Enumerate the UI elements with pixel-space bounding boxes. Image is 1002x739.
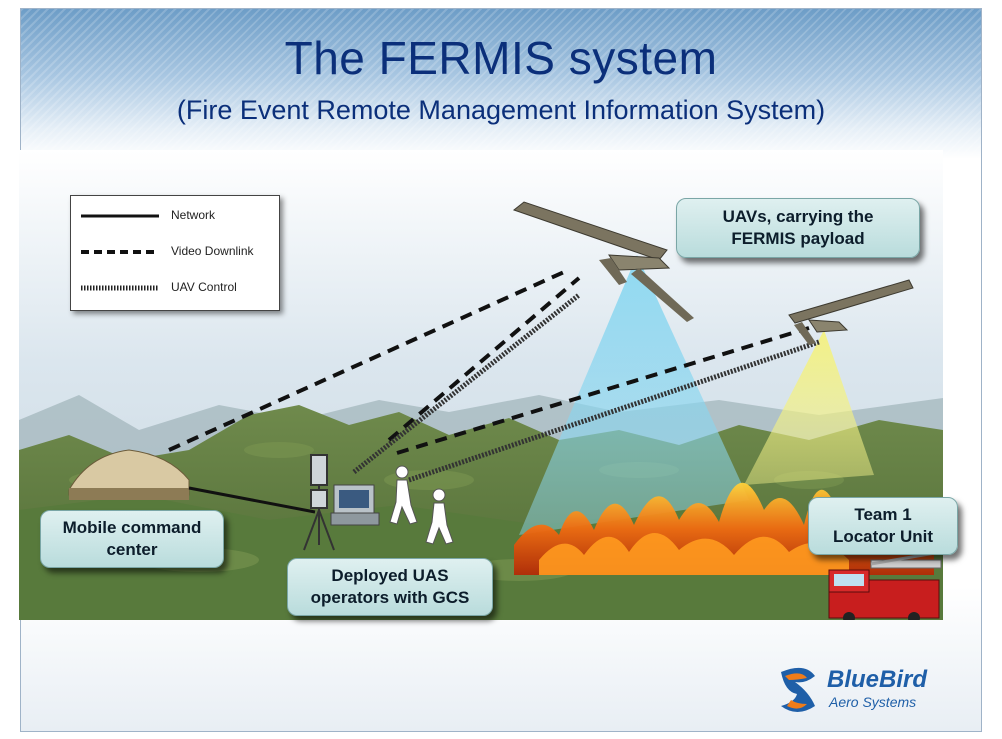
callout-team-locator: Team 1 Locator Unit xyxy=(808,497,958,555)
slide-subtitle: (Fire Event Remote Management Informatio… xyxy=(176,95,826,125)
callout-operators: Deployed UAS operators with GCS xyxy=(287,558,493,616)
gcs-antenna xyxy=(303,454,335,551)
legend-label: UAV Control xyxy=(171,280,237,294)
command-center-tent xyxy=(68,449,190,500)
callout-uavs-text: UAVs, carrying the FERMIS payload xyxy=(722,207,874,248)
dotted-line-swatch xyxy=(81,285,159,291)
uav-control-lines xyxy=(352,293,820,483)
gcs-laptop xyxy=(330,484,380,526)
callout-command-text: Mobile command center xyxy=(62,518,202,559)
callout-command-center: Mobile command center xyxy=(40,510,224,568)
uav-large xyxy=(512,201,694,322)
logo-name: BlueBird xyxy=(827,666,928,693)
logo-subtitle: Aero Systems xyxy=(829,694,917,710)
uav-small xyxy=(788,279,914,345)
legend: Network Video Downlink UAV Control xyxy=(70,195,280,311)
callout-operators-text: Deployed UAS operators with GCS xyxy=(310,566,470,607)
legend-label: Network xyxy=(171,208,216,222)
legend-item-uav-control: UAV Control xyxy=(81,278,276,298)
bluebird-logo: BlueBird Aero Systems xyxy=(775,660,955,720)
yellow-sensor-cone xyxy=(744,330,874,485)
solid-line-swatch xyxy=(81,214,159,218)
legend-item-network: Network xyxy=(81,206,276,226)
callout-uavs: UAVs, carrying the FERMIS payload xyxy=(676,198,920,258)
blue-sensor-cone xyxy=(519,255,749,535)
network-link xyxy=(188,486,316,514)
dashed-line-swatch xyxy=(81,250,159,254)
uas-operators xyxy=(389,465,454,545)
header-band xyxy=(21,9,981,159)
legend-item-video-downlink: Video Downlink xyxy=(81,242,276,262)
video-downlink-lines xyxy=(168,270,810,455)
slide-title: The FERMIS system xyxy=(284,32,718,84)
legend-label: Video Downlink xyxy=(171,244,254,258)
callout-team-text: Team 1 Locator Unit xyxy=(832,505,934,546)
bluebird-logo-icon xyxy=(781,667,815,712)
